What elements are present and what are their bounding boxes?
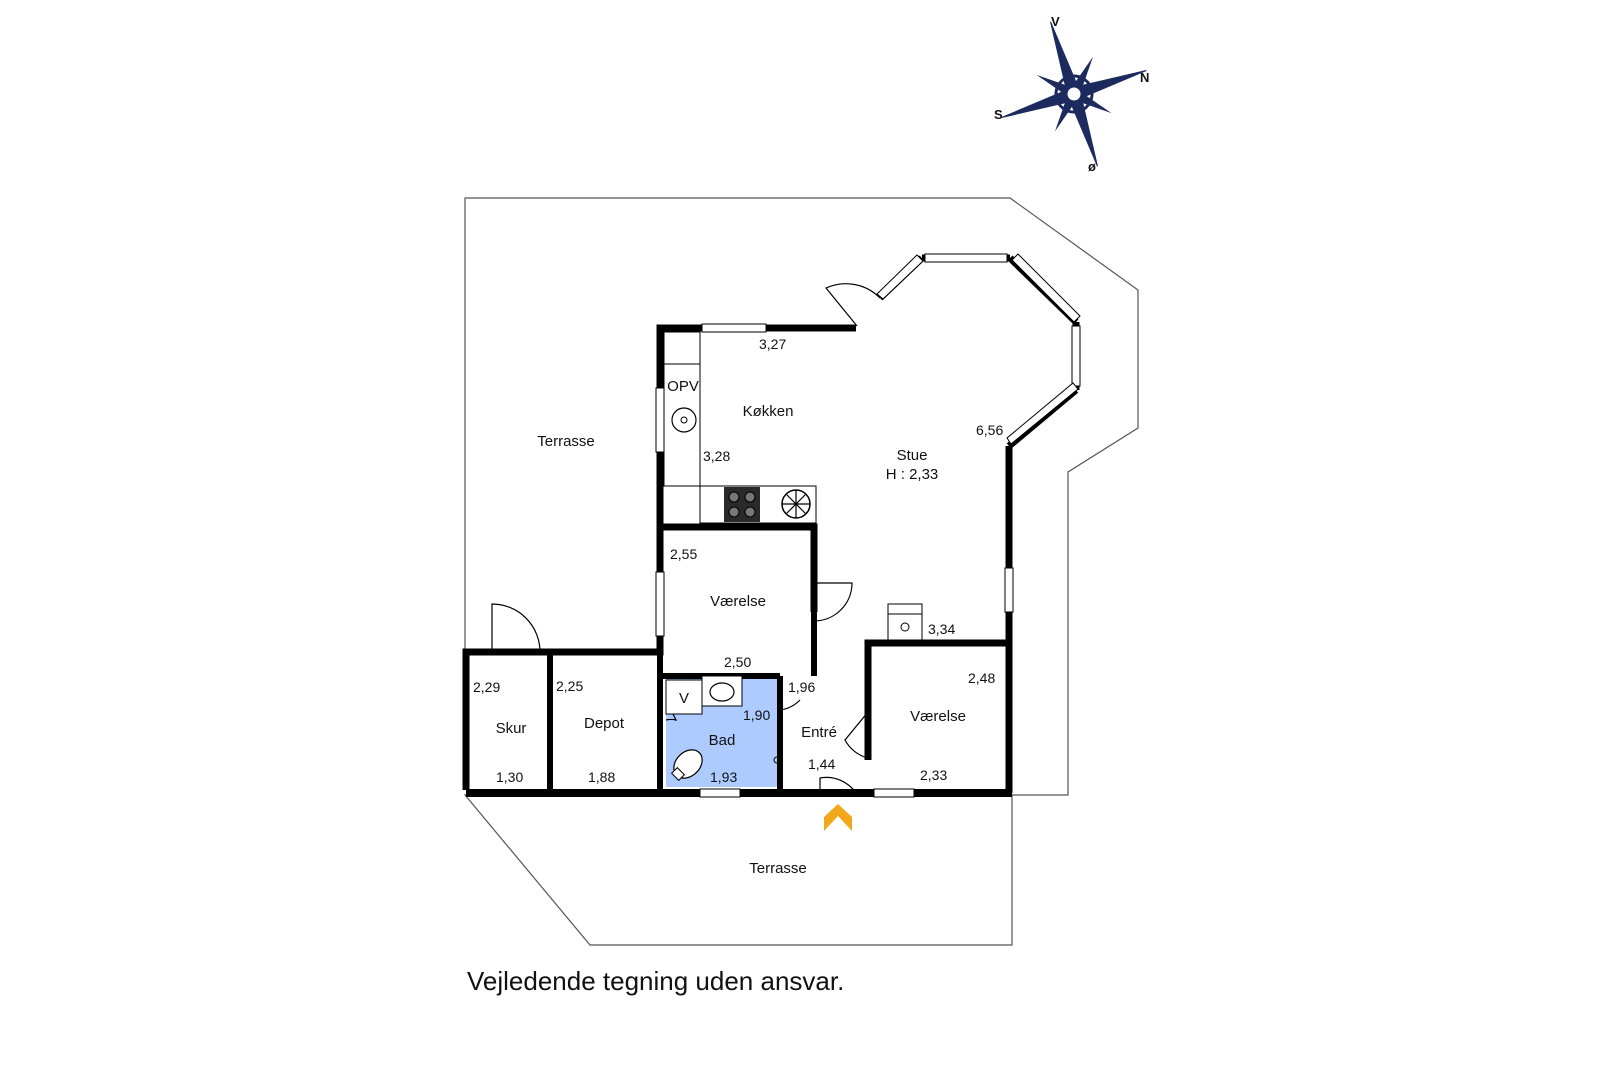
- label-terrace-bottom: Terrasse: [749, 860, 807, 877]
- label-shed: Skur: [496, 720, 527, 737]
- terrace-outline: [463, 197, 1139, 946]
- shower-icon: [773, 756, 781, 764]
- entry-arrow-icon: [824, 804, 852, 831]
- label-room-1: Værelse: [710, 593, 766, 610]
- dim-room2-bottom: 2,33: [920, 767, 947, 783]
- dim-shed-bottom: 1,30: [496, 769, 523, 785]
- label-bath: Bad: [709, 732, 736, 749]
- dim-bath-side: 1,90: [743, 707, 770, 723]
- label-entry: Entré: [801, 724, 837, 741]
- dim-bath-bottom: 1,93: [710, 769, 737, 785]
- dimension-labels: 3,27 3,28 6,56 3,34 2,55 2,50 1,96 1,44 …: [473, 336, 1003, 785]
- label-opv: OPV: [667, 378, 699, 395]
- dim-entry-bottom: 1,44: [808, 756, 835, 772]
- compass-south: S: [994, 107, 1003, 122]
- windows: [655, 253, 1081, 798]
- label-depot: Depot: [584, 715, 625, 732]
- dim-room1-bottom: 2,50: [724, 654, 751, 670]
- disclaimer-text: Vejledende tegning uden ansvar.: [467, 966, 845, 996]
- label-room-2: Værelse: [910, 708, 966, 725]
- room-labels: Terrasse Køkken Stue H : 2,33 Værelse Væ…: [496, 378, 966, 877]
- dim-depot-side: 2,25: [556, 678, 583, 694]
- kitchen-counter: [663, 331, 817, 524]
- dim-kitchen-top: 3,27: [759, 336, 786, 352]
- compass-north: N: [1140, 70, 1149, 85]
- fan-icon: [781, 489, 811, 519]
- label-v: V: [679, 690, 689, 707]
- washbasin-icon: [709, 682, 735, 702]
- dim-living-bottom: 3,34: [928, 621, 955, 637]
- dim-depot-bottom: 1,88: [588, 769, 615, 785]
- compass-east: ø: [1088, 159, 1096, 174]
- wood-stove-icon: [887, 603, 923, 641]
- label-living: Stue: [897, 447, 928, 464]
- dim-room2-side: 2,48: [968, 670, 995, 686]
- dim-entry-side: 1,96: [788, 679, 815, 695]
- compass-icon: N S V ø: [994, 14, 1149, 174]
- label-terrace-top: Terrasse: [537, 433, 595, 450]
- stove-icon: [724, 487, 760, 522]
- dim-shed-side: 2,29: [473, 679, 500, 695]
- label-kitchen: Køkken: [743, 403, 794, 420]
- compass-west: V: [1051, 14, 1060, 29]
- label-living-height: H : 2,33: [886, 466, 939, 483]
- doors: [491, 283, 881, 794]
- bath-fixtures: [665, 675, 781, 782]
- dim-room1-side: 2,55: [670, 546, 697, 562]
- dim-living-side: 6,56: [976, 422, 1003, 438]
- dim-kitchen-side: 3,28: [703, 448, 730, 464]
